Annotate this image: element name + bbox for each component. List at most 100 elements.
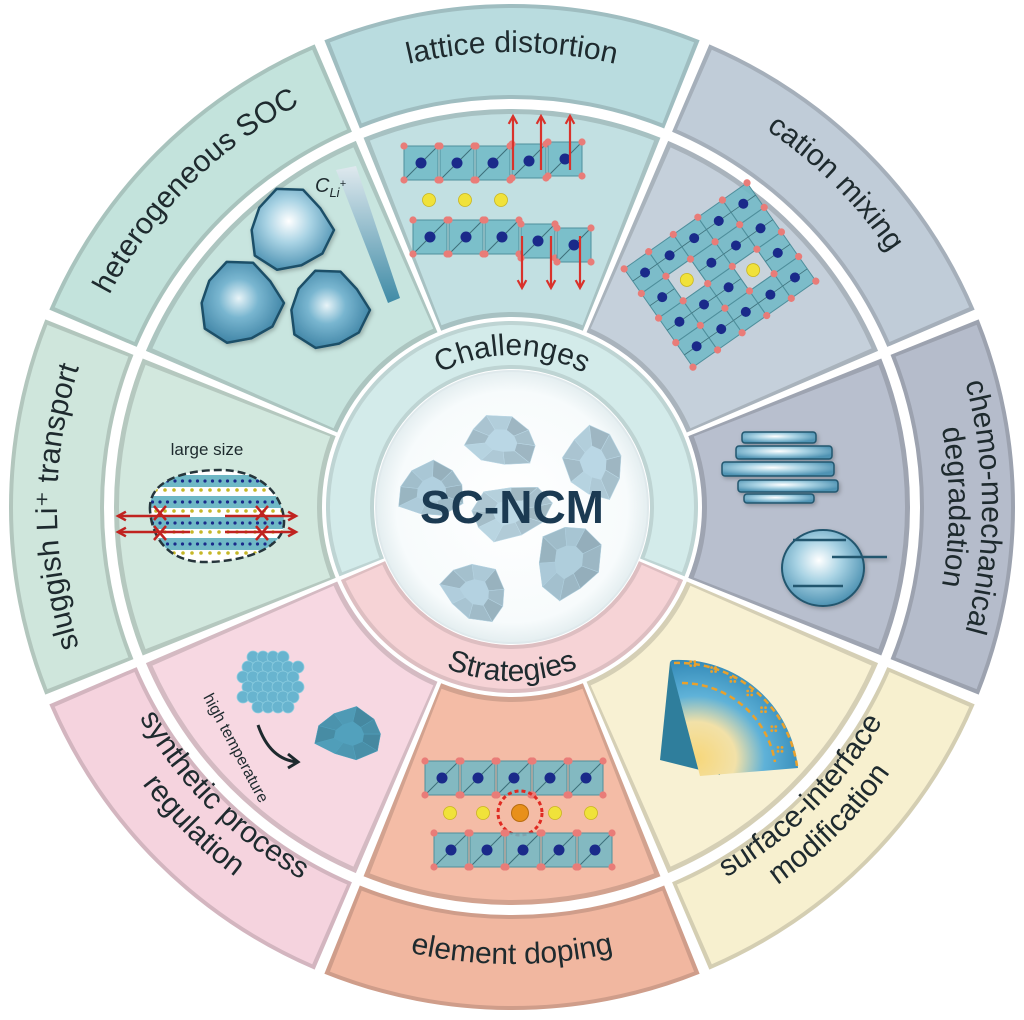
transition-metal-atom <box>553 844 565 856</box>
particle-facet <box>485 429 517 452</box>
li-atom <box>217 551 221 555</box>
li-atom <box>181 551 185 555</box>
oxygen-atom <box>787 294 795 302</box>
oxygen-atom <box>472 142 480 150</box>
oxygen-atom <box>481 250 489 258</box>
particle-facet <box>440 470 463 488</box>
coating-dot <box>760 706 763 710</box>
transition-metal-atom <box>445 844 457 856</box>
coating-dot <box>774 725 778 729</box>
coating-dot <box>780 745 784 749</box>
primary-particle <box>286 670 300 684</box>
transition-metal-atom <box>723 282 734 293</box>
arrow-head <box>287 510 299 522</box>
coating-dot <box>693 664 697 668</box>
coating-dot <box>764 710 767 714</box>
lithium-atom <box>679 273 694 287</box>
particle-slab <box>741 431 817 444</box>
oxygen-atom <box>421 791 429 799</box>
transition-metal-atom <box>568 239 580 251</box>
transition-metal-atom <box>664 250 675 261</box>
oxygen-atom <box>637 289 645 298</box>
outer-segment-face <box>54 49 348 343</box>
element-doping-illustration <box>421 757 616 871</box>
coating-dot <box>733 680 737 683</box>
tm-atom <box>233 521 237 525</box>
coating-dot <box>764 706 767 710</box>
outer-segment-surface-interface-modification <box>672 667 975 970</box>
tm-layer <box>149 538 285 550</box>
transition-metal-atom <box>532 235 544 247</box>
coating-dot <box>746 693 750 697</box>
transition-metal-atom <box>580 772 592 784</box>
particle-facet <box>459 579 489 606</box>
coating-dot <box>689 664 693 668</box>
oxygen-atom <box>409 216 417 224</box>
tm-atom <box>240 521 245 525</box>
transition-metal-atom <box>640 267 651 278</box>
oxygen-atom <box>696 321 704 329</box>
lithium-atom <box>458 193 472 207</box>
tm-atom <box>240 542 245 546</box>
oxygen-atom <box>689 363 697 371</box>
transition-metal-atom <box>765 289 776 300</box>
transition-metal-atom <box>481 844 493 856</box>
li-atom <box>190 509 194 513</box>
coating-dot <box>714 670 717 673</box>
li-atom <box>235 488 239 492</box>
tm-atom <box>195 542 200 546</box>
oxygen-atom <box>721 304 729 312</box>
surface-interface-illustration <box>660 659 799 776</box>
oxygen-atom <box>578 172 586 180</box>
outer-segment-face <box>676 671 970 965</box>
tm-atom <box>240 479 245 483</box>
arrow-head <box>535 113 547 125</box>
tm-atom <box>248 479 252 483</box>
coating-dot <box>776 745 780 749</box>
primary-particle <box>286 690 300 704</box>
li-atom <box>208 530 212 534</box>
dopant-highlight-circle <box>496 789 544 837</box>
tm-layer <box>149 517 285 529</box>
li-atom <box>226 488 230 492</box>
oxygen-atom <box>553 224 561 232</box>
lithium-atom <box>746 263 761 277</box>
transition-metal-atom <box>424 231 436 243</box>
block-mark <box>255 505 269 521</box>
dopant-atom <box>511 804 529 822</box>
oxygen-atom <box>718 196 727 204</box>
tm-atom <box>173 500 177 504</box>
oxygen-atom <box>565 757 573 765</box>
oxygen-atom <box>517 220 525 228</box>
oxygen-atom <box>578 138 586 146</box>
center-particle <box>561 424 622 501</box>
li-atom <box>271 509 275 513</box>
center-particle <box>398 459 464 516</box>
tm-atom <box>210 521 215 525</box>
tm-atom <box>180 521 185 525</box>
tm-atom <box>218 479 222 483</box>
arrow-head <box>564 113 576 125</box>
oxygen-atom <box>654 314 663 322</box>
outer-segment-sluggish-li-transport <box>8 319 134 695</box>
outer-segment-face <box>895 324 1012 690</box>
tm-atom <box>225 500 230 504</box>
oxygen-atom <box>728 262 736 270</box>
oxygen-atom <box>430 863 438 871</box>
tm-atom <box>203 521 207 525</box>
tm-atom <box>180 542 185 546</box>
transition-metal-atom <box>460 231 472 243</box>
transition-metal-atom <box>713 215 724 226</box>
li-atom <box>208 509 212 513</box>
oxygen-atom <box>400 142 408 150</box>
li-atom <box>190 551 194 555</box>
oxygen-atom <box>599 757 607 765</box>
block-mark <box>153 505 167 521</box>
coating-dot <box>729 680 733 683</box>
particle-high-soc <box>250 187 336 272</box>
tm-atom <box>278 521 282 525</box>
li-atom <box>199 530 203 534</box>
lithium-atom <box>443 806 457 820</box>
tm-atom <box>248 542 252 546</box>
middle-segment-synthetic-process-regulation <box>145 581 438 874</box>
